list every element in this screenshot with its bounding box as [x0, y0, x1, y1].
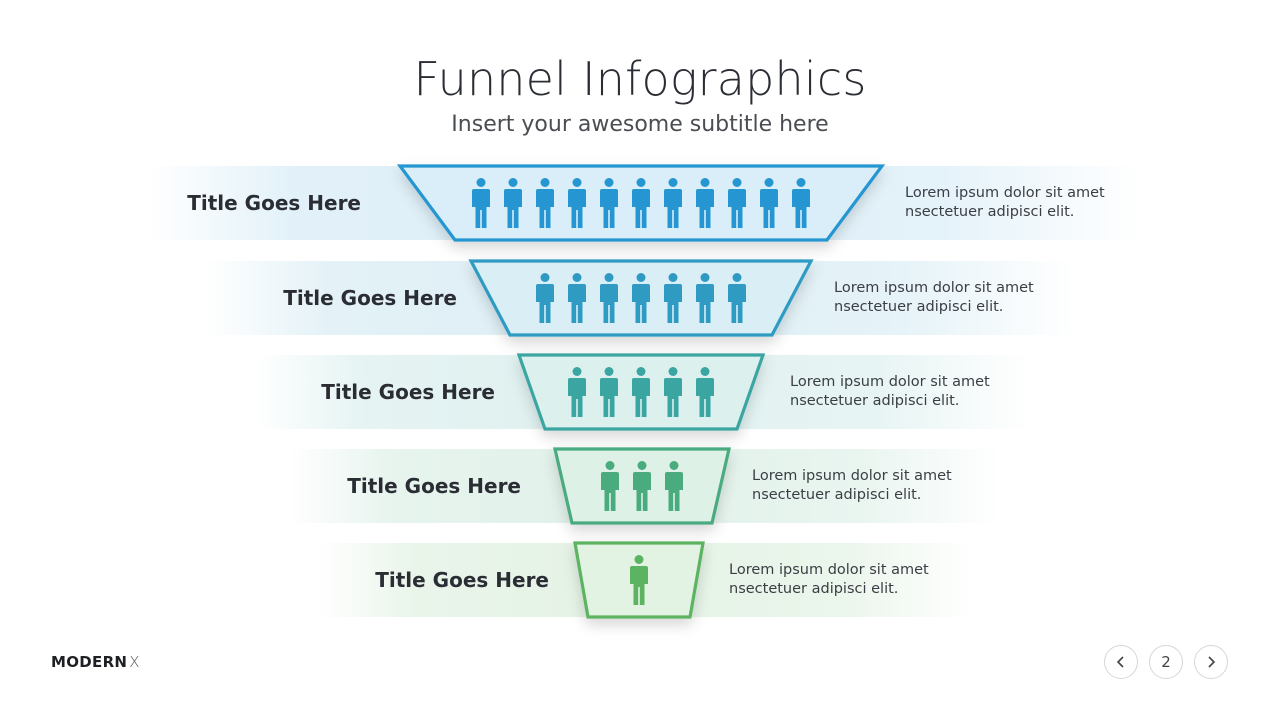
person-icon [600, 273, 618, 323]
person-icon [600, 178, 618, 228]
brand-suffix: X [129, 653, 140, 671]
person-icon [728, 273, 746, 323]
person-icon [568, 367, 586, 417]
person-icon [536, 178, 554, 228]
funnel-stage-2 [468, 259, 814, 337]
person-icon [632, 367, 650, 417]
previous-slide-button[interactable] [1104, 645, 1138, 679]
person-icon [696, 273, 714, 323]
next-slide-button[interactable] [1194, 645, 1228, 679]
funnel-stage-5 [573, 541, 705, 619]
funnel-stage-4 [552, 447, 732, 525]
person-icon [696, 178, 714, 228]
stage-description-line: nsectetuer adipisci elit. [752, 487, 922, 503]
person-icon [664, 367, 682, 417]
person-icon [792, 178, 810, 228]
stage-title-4: Title Goes Here [347, 474, 521, 498]
chevron-right-icon [1208, 656, 1216, 668]
page-title: Funnel Infographics [413, 52, 867, 106]
page-number: 2 [1149, 645, 1183, 679]
person-icon [600, 367, 618, 417]
person-icon [632, 178, 650, 228]
stage-description-line: Lorem ipsum dolor sit amet [752, 468, 952, 484]
person-icon [633, 461, 651, 511]
person-icon [601, 461, 619, 511]
stage-description-line: Lorem ipsum dolor sit amet [729, 562, 929, 578]
person-icon [760, 178, 778, 228]
stage-description-4: Lorem ipsum dolor sit amet nsectetuer ad… [752, 467, 952, 505]
stage-description-line: Lorem ipsum dolor sit amet [834, 280, 1034, 296]
stage-description-5: Lorem ipsum dolor sit amet nsectetuer ad… [729, 561, 929, 599]
person-icon [664, 178, 682, 228]
stage-description-line: nsectetuer adipisci elit. [834, 299, 1004, 315]
person-icon [568, 178, 586, 228]
stage-description-line: nsectetuer adipisci elit. [905, 204, 1075, 220]
stage-title-3: Title Goes Here [321, 380, 495, 404]
person-icon [632, 273, 650, 323]
stage-title-5: Title Goes Here [375, 568, 549, 592]
person-icon [568, 273, 586, 323]
stage-title-2: Title Goes Here [283, 286, 457, 310]
page-subtitle: Insert your awesome subtitle here [451, 112, 829, 137]
person-icon [664, 273, 682, 323]
person-icon [696, 367, 714, 417]
person-icon [472, 178, 490, 228]
stage-description-3: Lorem ipsum dolor sit amet nsectetuer ad… [790, 373, 990, 411]
stage-description-2: Lorem ipsum dolor sit amet nsectetuer ad… [834, 279, 1034, 317]
stage-description-line: nsectetuer adipisci elit. [790, 393, 960, 409]
person-icon [665, 461, 683, 511]
stage-title-1: Title Goes Here [187, 191, 361, 215]
person-icon [536, 273, 554, 323]
stage-description-line: nsectetuer adipisci elit. [729, 581, 899, 597]
brand-name: MODERN [51, 653, 128, 671]
chevron-left-icon [1116, 656, 1124, 668]
person-icon [630, 555, 648, 605]
stage-description-line: Lorem ipsum dolor sit amet [905, 185, 1105, 201]
funnel-stage-1 [396, 164, 886, 242]
person-icon [728, 178, 746, 228]
person-icon [504, 178, 522, 228]
funnel-stage-3 [516, 353, 766, 431]
stage-description-1: Lorem ipsum dolor sit amet nsectetuer ad… [905, 184, 1105, 222]
stage-description-line: Lorem ipsum dolor sit amet [790, 374, 990, 390]
